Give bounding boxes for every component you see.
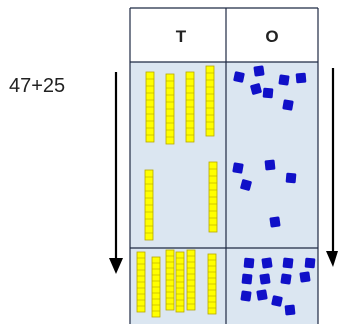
ten-rod-icon bbox=[186, 249, 196, 311]
unit-cube-icon bbox=[253, 65, 265, 77]
ten-rod-icon bbox=[185, 71, 195, 143]
unit-cube-icon bbox=[232, 162, 244, 174]
unit-cube-icon bbox=[284, 304, 296, 316]
down-arrow-right bbox=[326, 68, 338, 267]
down-arrow-left bbox=[109, 72, 123, 274]
ten-rod-icon bbox=[151, 256, 161, 318]
unit-cube-icon bbox=[269, 216, 281, 228]
ten-rod-icon bbox=[165, 249, 175, 311]
unit-cube-icon bbox=[295, 72, 307, 84]
unit-cube-icon bbox=[240, 179, 252, 191]
ten-rod-icon bbox=[144, 169, 154, 241]
unit-cube-icon bbox=[264, 159, 276, 171]
unit-cube-icon bbox=[299, 271, 311, 283]
unit-cube-icon bbox=[241, 273, 253, 285]
unit-cube-icon bbox=[271, 295, 283, 307]
unit-cube-icon bbox=[250, 83, 262, 95]
header-row bbox=[130, 8, 318, 62]
unit-cube-icon bbox=[262, 87, 274, 99]
ten-rod-icon bbox=[175, 251, 185, 313]
ten-rod-icon bbox=[208, 161, 218, 233]
unit-cube-icon bbox=[285, 172, 297, 184]
unit-cube-icon bbox=[282, 257, 294, 269]
table-grid bbox=[129, 7, 319, 324]
unit-cube-icon bbox=[240, 290, 252, 302]
unit-cube-icon bbox=[280, 273, 292, 285]
ten-rod-icon bbox=[145, 71, 155, 143]
unit-cube-icon bbox=[233, 71, 245, 83]
ten-rod-icon bbox=[205, 65, 215, 137]
header-ones: O bbox=[265, 27, 278, 46]
unit-cube-icon bbox=[259, 273, 271, 285]
addition-expression: 47+25 bbox=[9, 75, 66, 97]
ten-rod-icon bbox=[207, 253, 217, 315]
unit-cube-icon bbox=[278, 74, 290, 86]
unit-cube-icon bbox=[282, 99, 294, 111]
unit-cube-icon bbox=[256, 289, 268, 301]
header-tens: T bbox=[176, 27, 187, 46]
ten-rod-icon bbox=[136, 251, 146, 313]
unit-cube-icon bbox=[243, 257, 255, 269]
unit-cube-icon bbox=[304, 257, 316, 269]
unit-cube-icon bbox=[261, 257, 273, 269]
ten-rod-icon bbox=[165, 73, 175, 145]
